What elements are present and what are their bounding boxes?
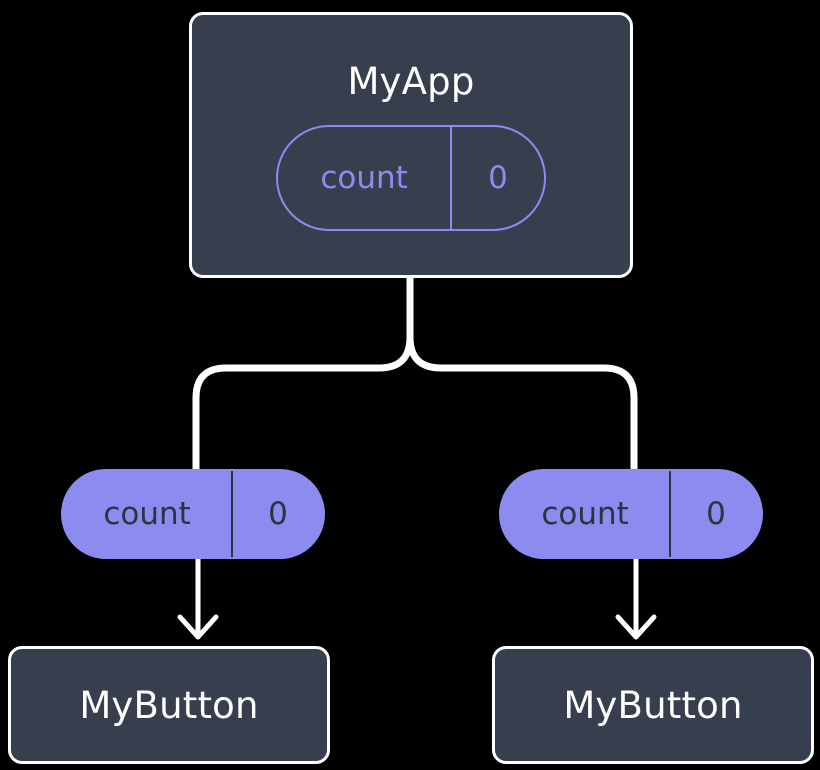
component-node-mybutton-left[interactable]: MyButton [8,646,330,764]
state-pill-name: count [320,159,408,196]
state-pill-value: 0 [450,127,544,229]
arrow-head-right [615,614,657,640]
component-node-myapp[interactable]: MyApp [189,12,633,278]
component-title: MyApp [347,60,475,103]
state-pill-left-count[interactable]: count 0 [61,469,325,559]
component-title: MyButton [79,683,259,727]
state-pill-name: count [103,495,191,532]
component-title: MyButton [563,683,743,727]
state-pill-name: count [541,495,629,532]
state-pill-value: 0 [669,471,761,557]
connector-trunk-split-right [406,274,638,474]
connector-trunk-split [192,274,414,474]
arrow-head-left [177,614,219,640]
state-pill-root-count[interactable]: count 0 [276,125,546,231]
state-pill-right-count[interactable]: count 0 [499,469,763,559]
component-node-mybutton-right[interactable]: MyButton [492,646,814,764]
state-pill-value: 0 [231,471,323,557]
